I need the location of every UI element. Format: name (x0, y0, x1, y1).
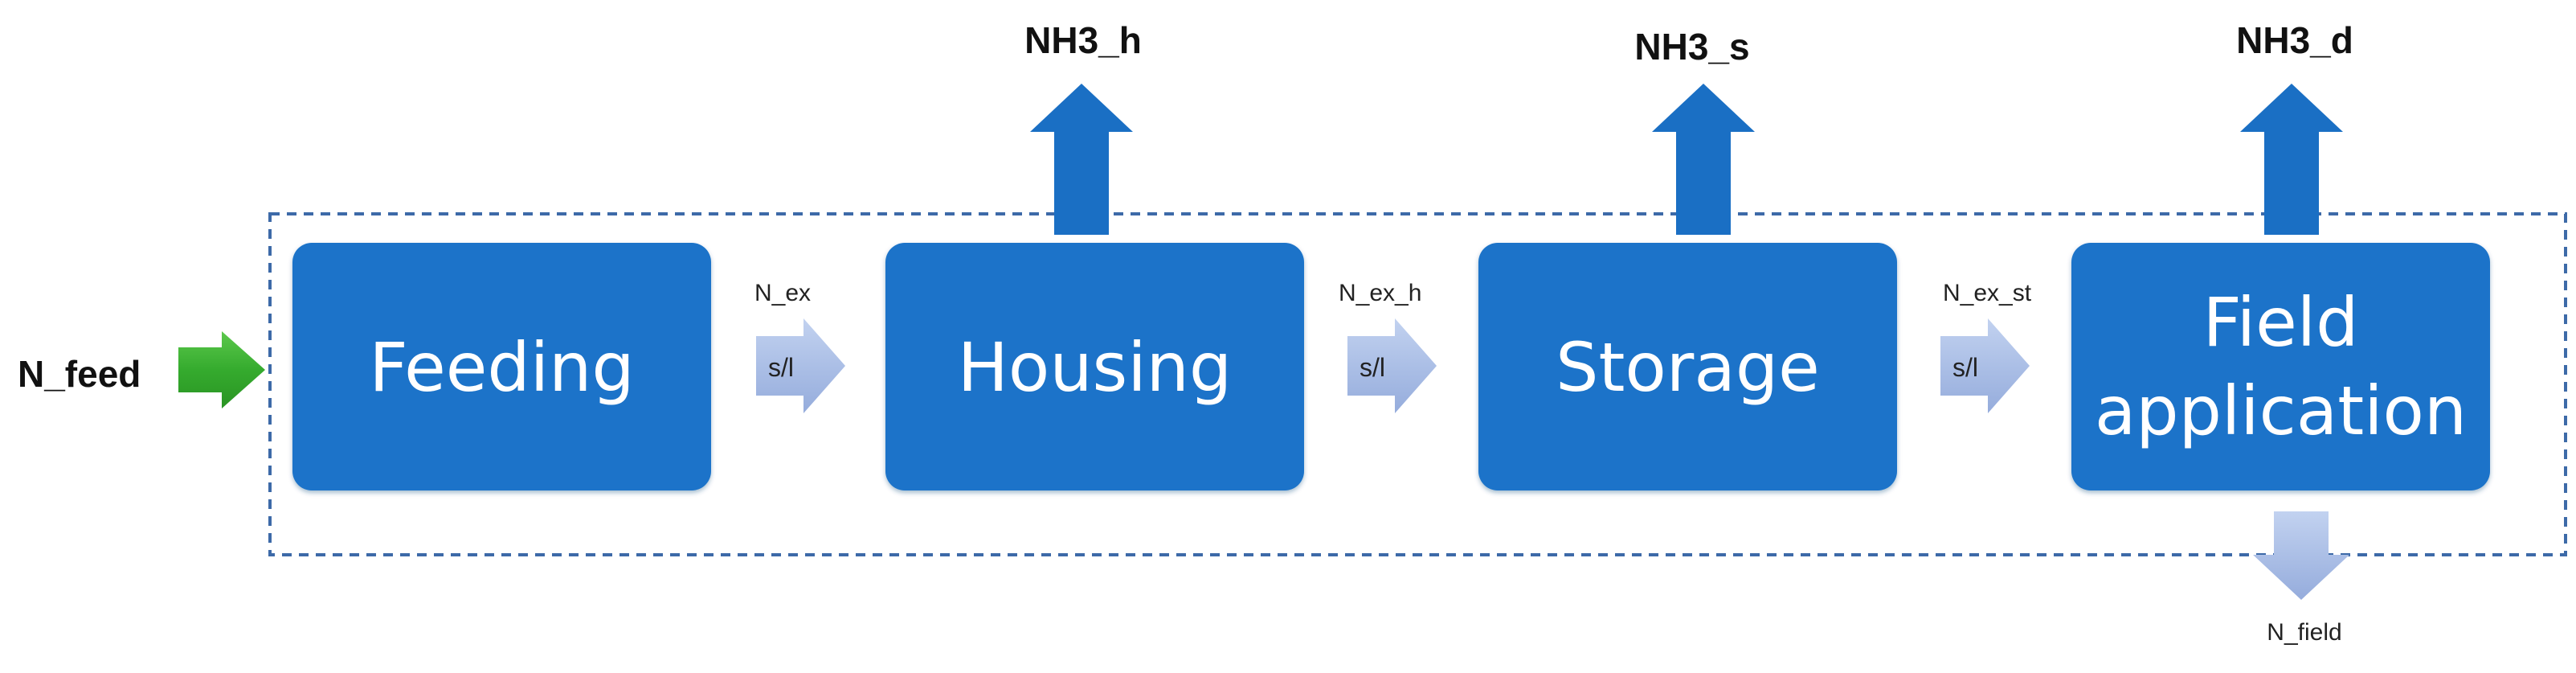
emission-storage: NH3_s (1634, 26, 1755, 235)
stage-box (885, 243, 1304, 490)
system-boundary (268, 212, 2567, 556)
stage-box (1478, 243, 1897, 490)
stage-label: Housing (958, 328, 1232, 407)
transfer-housing-storage: N_ex_h s/l (1339, 280, 1437, 413)
input-arrow-icon (178, 331, 265, 408)
stage-label-line2: application (2095, 371, 2467, 450)
emission-arrow-icon (2240, 84, 2343, 235)
output-arrow-icon (2253, 511, 2349, 600)
transfer-flow-label: N_ex_h (1339, 280, 1421, 306)
stage-housing: Housing (885, 243, 1304, 490)
transfer-flow-label: N_ex_st (1943, 280, 2032, 306)
transfer-arrow-icon (1347, 318, 1437, 413)
output-field: N_field (2253, 511, 2349, 646)
emission-label: NH3_s (1634, 26, 1749, 68)
emission-label: NH3_d (2236, 19, 2353, 61)
transfer-type-label: s/l (1952, 353, 1978, 382)
stage-box (2071, 243, 2490, 490)
emission-label: NH3_h (1024, 19, 1142, 61)
stage-label: Feeding (369, 328, 634, 407)
emission-arrow-icon (1030, 84, 1133, 235)
stage-box (292, 243, 711, 490)
transfer-storage-field: N_ex_st s/l (1940, 280, 2032, 413)
stage-field-application: Field application (2071, 243, 2490, 490)
transfer-flow-label: N_ex (754, 280, 811, 306)
transfer-feeding-housing: N_ex s/l (754, 280, 845, 413)
input-label: N_feed (18, 353, 141, 395)
stage-storage: Storage (1478, 243, 1897, 490)
stage-label: Storage (1556, 328, 1820, 407)
transfer-arrow-icon (1940, 318, 2030, 413)
output-label: N_field (2267, 619, 2341, 646)
emission-field: NH3_d (2236, 19, 2353, 235)
emission-arrow-icon (1652, 84, 1755, 235)
transfer-arrow-icon (756, 318, 845, 413)
transfer-type-label: s/l (768, 353, 794, 382)
stage-feeding: Feeding (292, 243, 711, 490)
emission-housing: NH3_h (1024, 19, 1142, 235)
transfer-type-label: s/l (1360, 353, 1385, 382)
stage-label-line1: Field (2203, 283, 2359, 362)
